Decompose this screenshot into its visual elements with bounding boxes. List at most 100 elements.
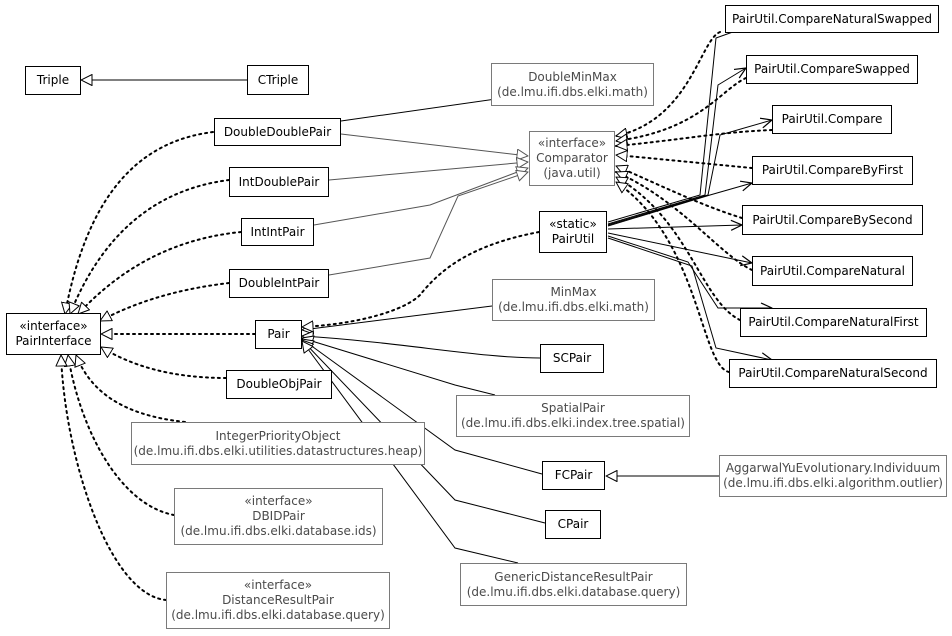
edge-pairutil-to-cmp-swapped <box>607 68 746 225</box>
intdoublepair-name: IntDoublePair <box>238 174 320 189</box>
class-scpair[interactable]: SCPair <box>540 344 604 373</box>
class-doubleintpair[interactable]: DoubleIntPair <box>229 269 329 298</box>
edge-pairutil-to-cmp <box>607 120 772 226</box>
doubledoublepair-name: DoubleDoublePair <box>223 124 332 139</box>
class-doubledoublepair[interactable]: DoubleDoublePair <box>214 118 341 146</box>
edge-cpair-extends-pair <box>302 340 546 524</box>
edge-doubleintpair-realizes-pairinterface <box>99 282 230 322</box>
cmp-natural-second-name: PairUtil.CompareNaturalSecond <box>738 366 928 380</box>
edge-doubledoublepair-realizes-pairinterface <box>65 131 214 314</box>
edge-pairutil-to-cmp-natural-second <box>607 237 772 360</box>
integerpriorityobject-package: (de.lmu.ifi.dbs.elki.utilities.datastruc… <box>133 443 423 458</box>
pairutil-stereotype: «static» <box>549 217 597 231</box>
edge-dbidpair-realizes-pairinterface <box>68 355 175 516</box>
class-pair[interactable]: Pair <box>255 320 302 349</box>
edge-cmp-natural-realizes-comparator <box>616 172 753 271</box>
doubleintpair-name: DoubleIntPair <box>238 276 320 290</box>
edge-genericdistanceresultpair-extends-pair <box>302 341 519 564</box>
class-pairutil-comparenatural[interactable]: PairUtil.CompareNatural <box>752 256 913 286</box>
edge-pairutil-to-cmp-by-first <box>607 183 752 227</box>
integerpriorityobject-name: IntegerPriorityObject <box>215 428 341 443</box>
comparator-package: (java.util) <box>543 166 601 180</box>
dbidpair-name: DBIDPair <box>252 509 305 523</box>
edge-fcpair-extends-pair <box>302 339 543 475</box>
cmp-natural-first-name: PairUtil.CompareNaturalFirst <box>748 315 919 329</box>
class-doubleminmax[interactable]: DoubleMinMax(de.lmu.ifi.dbs.elki.math) <box>491 63 654 106</box>
edge-cmp-natural-swapped-realizes-comparator <box>616 31 721 136</box>
pairinterface-stereotype: «interface» <box>19 319 88 333</box>
class-spatialpair[interactable]: SpatialPair(de.lmu.ifi.dbs.elki.index.tr… <box>456 395 690 437</box>
class-pairutil-compareswapped[interactable]: PairUtil.CompareSwapped <box>746 55 918 84</box>
spatialpair-name: SpatialPair <box>541 401 605 415</box>
class-aggarwal-individuum[interactable]: AggarwalYuEvolutionary.Individuum(de.lmu… <box>719 455 947 497</box>
edge-pairutil-realizes-pair <box>301 231 540 327</box>
cmp-natural-name: PairUtil.CompareNatural <box>760 263 905 278</box>
pairinterface-name: PairInterface <box>15 334 92 348</box>
scpair-name: SCPair <box>552 351 592 365</box>
edge-intintpair-implements-comparator <box>313 168 528 226</box>
edge-distanceresultpair-realizes-pairinterface <box>61 354 167 601</box>
edge-doubledoublepair-implements-comparator <box>340 133 528 156</box>
interface-dbidpair[interactable]: «interface»DBIDPair(de.lmu.ifi.dbs.elki.… <box>174 488 383 545</box>
class-pairutil-comparebyfirst[interactable]: PairUtil.CompareByFirst <box>752 156 913 185</box>
edge-intintpair-realizes-pairinterface <box>77 231 242 315</box>
pair-name: Pair <box>267 327 290 341</box>
edge-integerpriorityobject-realizes-pairinterface <box>76 355 186 423</box>
class-genericdistanceresultpair[interactable]: GenericDistanceResultPair(de.lmu.ifi.dbs… <box>460 563 687 606</box>
class-pairutil[interactable]: «static»PairUtil <box>539 211 607 253</box>
cmp-by-second-name: PairUtil.CompareBySecond <box>752 212 913 227</box>
edge-cmp-by-second-realizes-comparator <box>616 166 743 219</box>
class-pairutil-comparenaturalfirst[interactable]: PairUtil.CompareNaturalFirst <box>740 308 927 337</box>
dbidpair-stereotype: «interface» <box>244 494 313 508</box>
edge-pairutil-to-cmp-natural-swapped <box>607 18 772 223</box>
comparator-name: Comparator <box>536 151 608 165</box>
edge-cmp-natural-second-realizes-comparator <box>615 181 730 373</box>
class-intdoublepair[interactable]: IntDoublePair <box>229 167 329 197</box>
class-minmax[interactable]: MinMax(de.lmu.ifi.dbs.elki.math) <box>492 279 655 321</box>
class-fcpair[interactable]: FCPair <box>542 461 605 490</box>
genericdistanceresultpair-name: GenericDistanceResultPair <box>494 569 653 584</box>
genericdistanceresultpair-package: (de.lmu.ifi.dbs.elki.database.query) <box>466 584 681 599</box>
spatialpair-package: (de.lmu.ifi.dbs.elki.index.tree.spatial) <box>461 416 685 430</box>
aggarwal-name: AggarwalYuEvolutionary.Individuum <box>725 461 941 475</box>
class-intintpair[interactable]: IntIntPair <box>241 218 314 246</box>
edge-pairutil-to-cmp-by-second <box>607 225 742 229</box>
doubleobjpair-name: DoubleObjPair <box>236 377 322 391</box>
class-pairutil-comparenaturalsecond[interactable]: PairUtil.CompareNaturalSecond <box>729 359 937 388</box>
aggarwal-package: (de.lmu.ifi.dbs.elki.algorithm.outlier) <box>723 476 943 490</box>
edge-intdoublepair-realizes-pairinterface <box>70 179 230 314</box>
ctriple-name: CTriple <box>257 72 299 87</box>
edge-minmax-extends-pair <box>302 305 493 330</box>
edge-pairutil-to-cmp-natural <box>607 232 752 263</box>
triple-name: Triple <box>36 73 70 87</box>
edge-spatialpair-extends-pair <box>302 338 496 396</box>
class-pairutil-comparebysecond[interactable]: PairUtil.CompareBySecond <box>742 205 923 235</box>
cmp-name: PairUtil.Compare <box>781 112 883 126</box>
edge-cmp-by-first-realizes-comparator <box>616 155 753 169</box>
edge-scpair-extends-pair <box>302 336 541 359</box>
class-doubleobjpair[interactable]: DoubleObjPair <box>226 370 332 399</box>
fcpair-name: FCPair <box>554 468 593 482</box>
class-triple[interactable]: Triple <box>25 66 81 95</box>
dbidpair-package: (de.lmu.ifi.dbs.elki.database.ids) <box>180 524 377 538</box>
interface-comparator[interactable]: «interface»Comparator(java.util) <box>529 131 615 186</box>
intintpair-name: IntIntPair <box>250 224 305 239</box>
edge-cmp-realizes-comparator <box>616 129 773 146</box>
class-pairutil-comparenaturalswapped[interactable]: PairUtil.CompareNaturalSwapped <box>725 5 939 33</box>
edge-cmp-swapped-realizes-comparator <box>616 77 747 141</box>
class-pairutil-compare[interactable]: PairUtil.Compare <box>772 105 892 134</box>
interface-pairinterface[interactable]: «interface»PairInterface <box>6 313 101 355</box>
cmp-swapped-name: PairUtil.CompareSwapped <box>754 62 910 76</box>
distanceresultpair-stereotype: «interface» <box>243 578 313 592</box>
minmax-name: MinMax <box>550 285 597 299</box>
interface-distanceresultpair[interactable]: «interface»DistanceResultPair(de.lmu.ifi… <box>166 572 390 629</box>
class-cpair[interactable]: CPair <box>545 510 601 539</box>
distanceresultpair-package: (de.lmu.ifi.dbs.elki.database.query) <box>171 608 385 622</box>
class-integerpriorityobject[interactable]: IntegerPriorityObject(de.lmu.ifi.dbs.elk… <box>131 422 425 465</box>
edge-cmp-natural-first-realizes-comparator <box>615 176 741 321</box>
distanceresultpair-name: DistanceResultPair <box>222 593 334 607</box>
class-ctriple[interactable]: CTriple <box>247 65 309 95</box>
edge-doubleintpair-implements-comparator <box>328 172 528 276</box>
